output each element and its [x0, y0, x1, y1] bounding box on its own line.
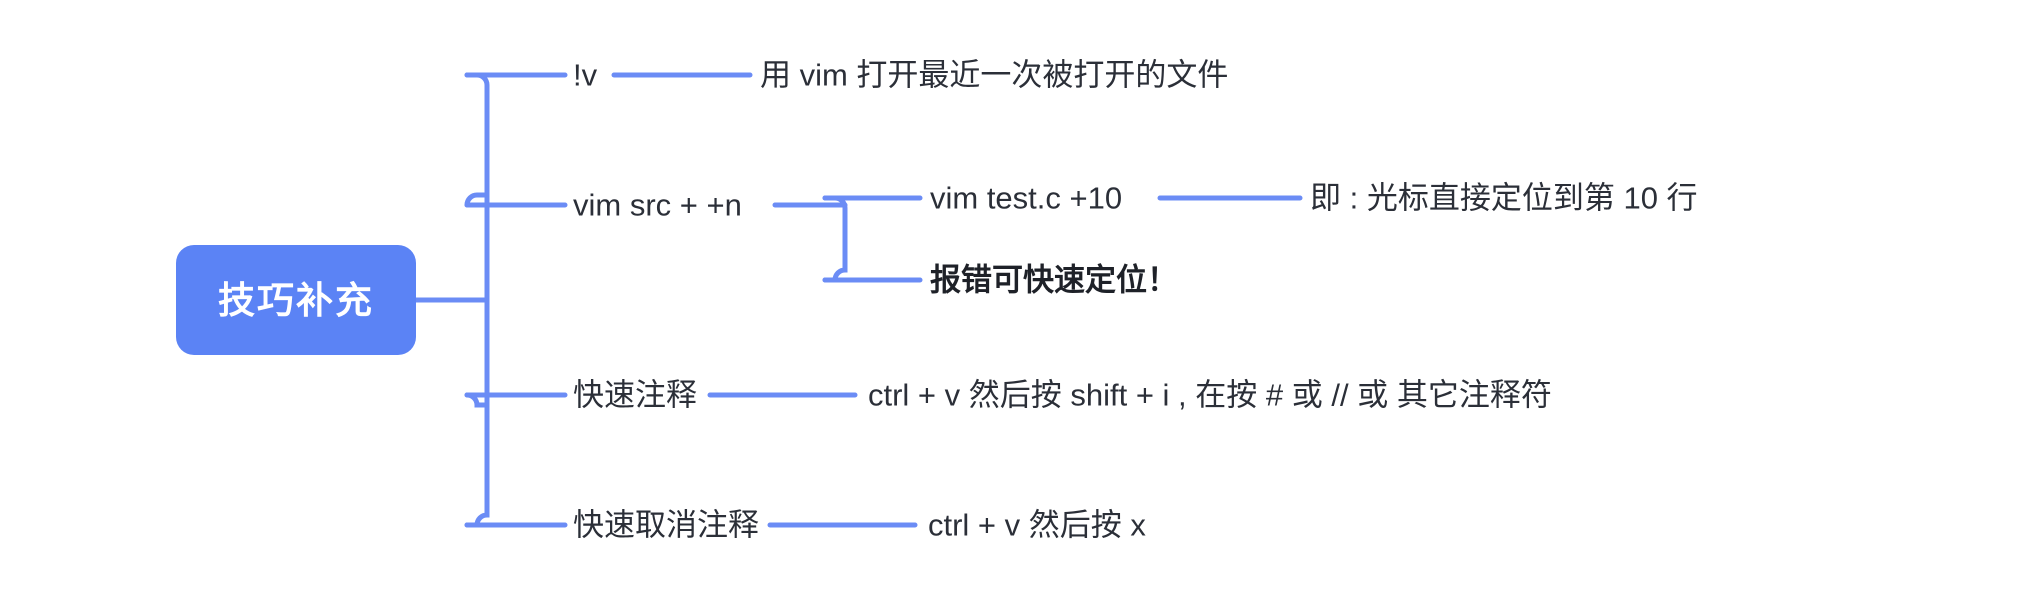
- wire-tap-branch-3: [464, 392, 490, 408]
- wire-tap-branch-2: [464, 192, 490, 208]
- branch-node-3-detail[interactable]: ctrl + v 然后按 shift + i , 在按 # 或 // 或 其它注…: [868, 377, 1552, 413]
- branch-node-2-child-1-label[interactable]: vim test.c +10: [930, 180, 1123, 216]
- branch-node-1-detail[interactable]: 用 vim 打开最近一次被打开的文件: [760, 57, 1229, 93]
- wire-sub-trunk: [822, 195, 848, 283]
- branch-node-2-child-1-detail[interactable]: 即 : 光标直接定位到第 10 行: [1310, 180, 1698, 216]
- branch-node-2-child-2-label[interactable]: 报错可快速定位！: [930, 262, 1178, 298]
- branch-node-2-label[interactable]: vim src + +n: [573, 187, 742, 223]
- branch-node-3-label[interactable]: 快速注释: [573, 377, 697, 413]
- branch-node-4-detail[interactable]: ctrl + v 然后按 x: [928, 507, 1146, 543]
- root-node[interactable]: 技巧补充: [176, 245, 416, 355]
- branch-node-1-label[interactable]: !v: [573, 57, 598, 93]
- branch-node-4-label[interactable]: 快速取消注释: [573, 507, 759, 543]
- wire-main-trunk: [464, 72, 490, 528]
- root-node-label: 技巧补充: [218, 279, 374, 321]
